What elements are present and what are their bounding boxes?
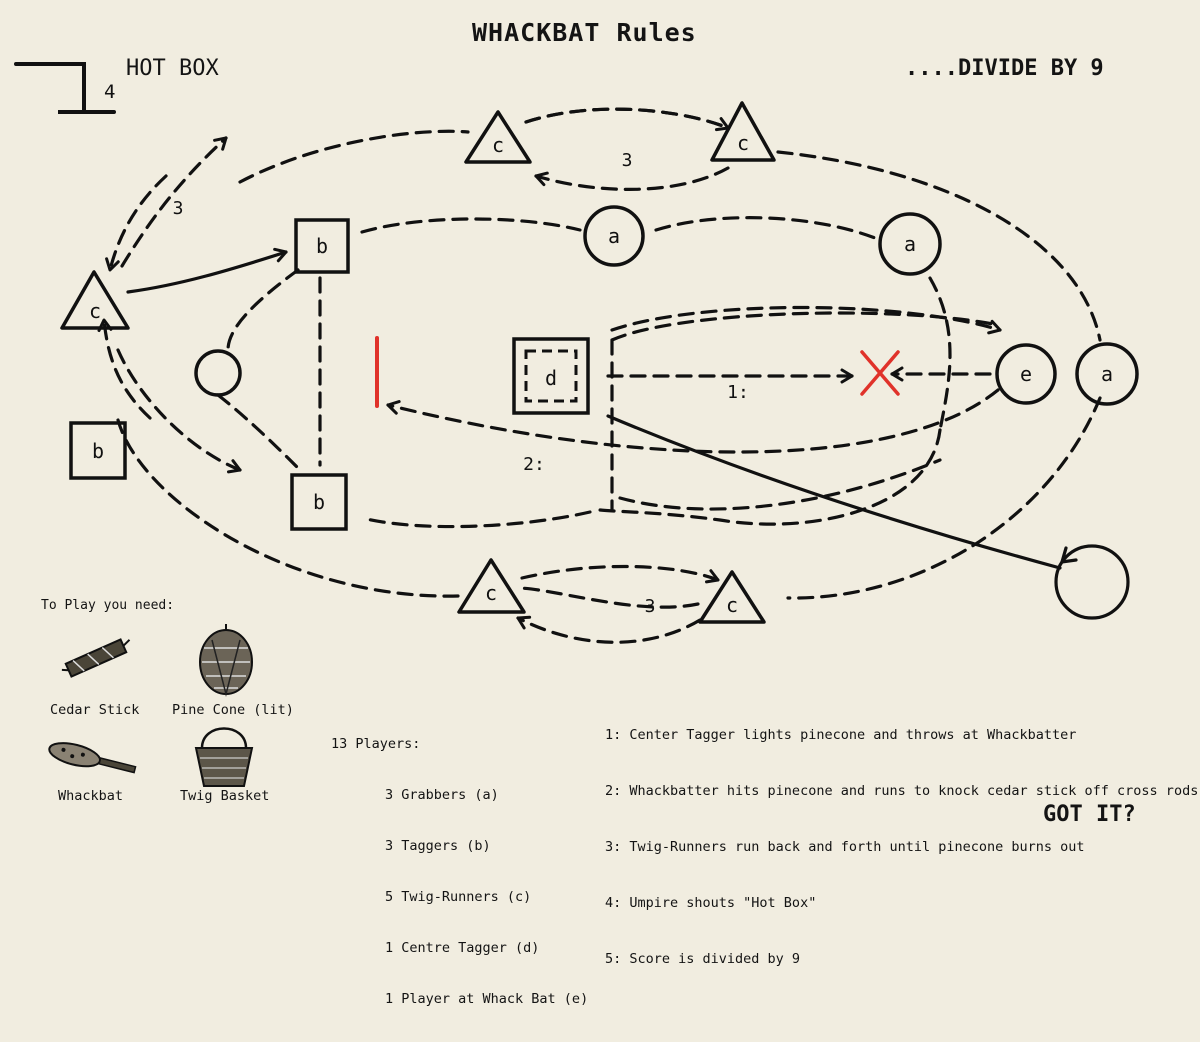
pine-cone-icon: [199, 624, 253, 697]
players-line: 3 Taggers (b): [385, 838, 491, 854]
grabber-a3: [1075, 342, 1139, 406]
field-diagram: 4: [14, 62, 1139, 787]
tagger-b2: [69, 421, 127, 480]
twig-top-back-arrow: [534, 166, 730, 191]
centre-lines-path: [610, 311, 1000, 512]
rule-item: 2: Whackbatter hits pinecone and runs to…: [605, 783, 1199, 799]
hot-box-number: 4: [104, 81, 115, 103]
twig-top-arrow: [524, 107, 730, 132]
hot-box-label: HOT BOX: [126, 56, 219, 81]
twig-runner-c5-label: c: [726, 593, 738, 617]
hot-box-circle: [1054, 544, 1130, 620]
left-diamond-path: [216, 268, 322, 472]
equipment-item-pine-cone: Pine Cone (lit): [172, 702, 294, 718]
tagger-b2-label: b: [92, 439, 104, 463]
twig-runner-c1-label: c: [492, 133, 504, 157]
equipment-heading: To Play you need:: [41, 598, 175, 613]
whackbat-icon: [48, 742, 137, 774]
throw-path-label: 1:: [727, 382, 749, 403]
hit-line: [606, 414, 1062, 570]
players-list: 13 Players: 3 Grabbers (a) 3 Taggers (b)…: [331, 702, 588, 1042]
rule-item: 3: Twig-Runners run back and forth until…: [605, 839, 1085, 855]
page-title: WHACKBAT Rules: [472, 18, 697, 47]
whack-batter-e: [995, 343, 1057, 405]
twig-runner-c1: [464, 110, 532, 164]
rules-list: 1: Center Tagger lights pinecone and thr…: [605, 695, 1198, 1007]
players-heading: 13 Players:: [331, 736, 421, 752]
twig-runner-c3: [60, 270, 130, 330]
twig-runner-c4-label: c: [485, 581, 497, 605]
whack-batter-e-label: e: [1020, 362, 1032, 386]
rule-item: 5: Score is divided by 9: [605, 951, 801, 967]
twig-left-arrow: [120, 136, 228, 268]
outer-loop-path: [116, 107, 1102, 609]
run-path: [386, 388, 1000, 454]
twig-left-label: 3: [173, 198, 184, 219]
rule-item: 4: Umpire shouts "Hot Box": [605, 895, 817, 911]
equipment-item-whackbat: Whackbat: [58, 788, 124, 804]
twig-runner-c3-label: c: [89, 299, 101, 323]
cedar-stick-icon: [61, 638, 131, 678]
equipment-item-cedar-stick: Cedar Stick: [50, 702, 140, 718]
twig-bottom-back-arrow: [516, 615, 702, 644]
rule-item: 1: Center Tagger lights pinecone and thr…: [605, 727, 1077, 743]
tagger-b1-label: b: [316, 234, 328, 258]
twig-lower-back-arrow: [97, 318, 152, 420]
whackbat-rules-sheet: 4: [14, 18, 1198, 1007]
run-path-label: 2:: [523, 454, 545, 475]
upper-run-path: [610, 305, 1002, 335]
grabber-a3-label: a: [1101, 362, 1113, 386]
got-it-label: GOT IT?: [1043, 802, 1136, 827]
centre-tagger-d-label: d: [545, 366, 557, 390]
hot-box-bracket: [14, 62, 116, 114]
centre-tagger-d: [512, 337, 590, 415]
twig-runner-c2-label: c: [737, 131, 749, 155]
tagger-b3: [290, 473, 348, 531]
twig-runner-c4: [457, 558, 526, 614]
target-x-mark: [860, 350, 900, 396]
inner-loop-path: [360, 216, 952, 529]
grabber-a2: [878, 212, 942, 276]
twig-lower-arrow: [116, 348, 242, 474]
pass-arrow: [126, 247, 288, 294]
players-line: 3 Grabbers (a): [385, 787, 499, 803]
players-line: 5 Twig-Runners (c): [385, 889, 532, 905]
grabber-a1: [583, 205, 645, 267]
grabber-a1-label: a: [608, 224, 620, 248]
players-line: 1 Centre Tagger (d): [385, 940, 540, 956]
twig-basket-icon: [194, 727, 254, 787]
twig-runner-c2: [710, 101, 776, 162]
grabber-a2-label: a: [904, 232, 916, 256]
divide-by-nine-label: ....DIVIDE BY 9: [905, 56, 1104, 81]
players-line: 1 Player at Whack Bat (e): [385, 991, 589, 1007]
hot-box-circle-hook: [1059, 546, 1078, 564]
twig-bottom-arrow: [520, 564, 720, 584]
twig-left-back-arrow: [105, 174, 168, 272]
tagger-b3-label: b: [313, 490, 325, 514]
empty-base-circle: [194, 349, 242, 397]
twig-bottom-label: 3: [645, 596, 656, 617]
twig-runner-c5: [698, 570, 766, 624]
tagger-b1: [294, 218, 350, 274]
equipment-item-twig-basket: Twig Basket: [180, 788, 270, 804]
twig-top-label: 3: [622, 150, 633, 171]
